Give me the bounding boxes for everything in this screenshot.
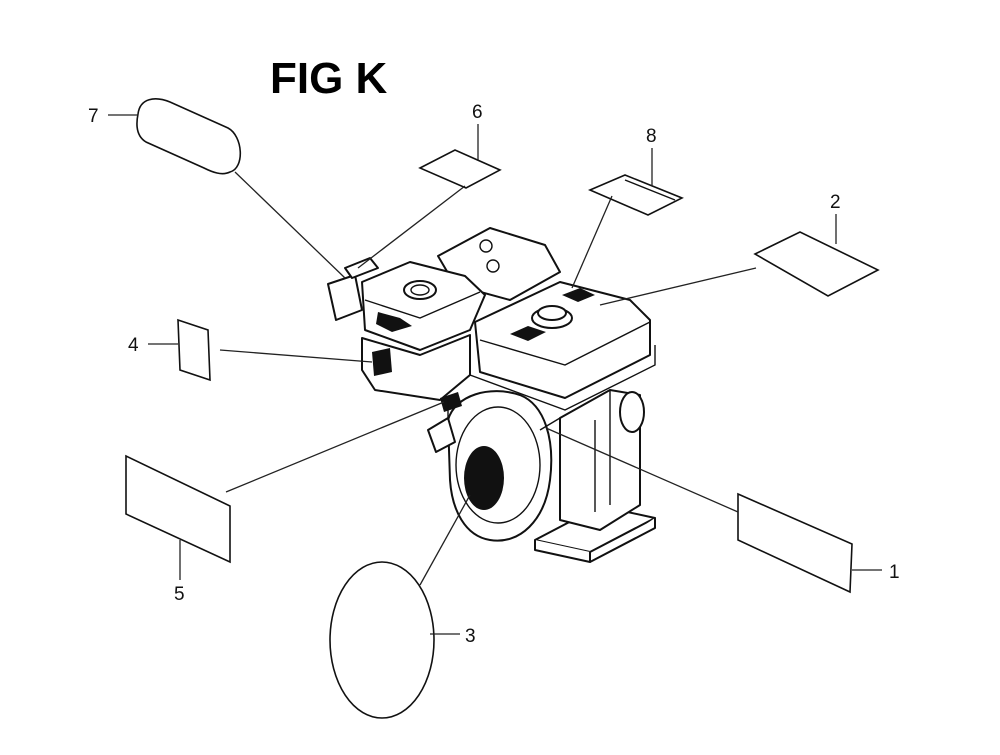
callout-6: 6 (472, 102, 483, 123)
label-part-3 (329, 561, 435, 719)
label-part-5 (125, 454, 231, 564)
label-part-1 (737, 492, 853, 594)
label-part-6 (418, 149, 502, 189)
figure-title: FIG K (270, 54, 388, 103)
leader-lines (108, 114, 882, 635)
callout-1: 1 (889, 562, 900, 583)
callout-3: 3 (465, 626, 476, 647)
callout-8: 8 (646, 126, 657, 147)
label-part-4 (177, 318, 211, 382)
label-part-2 (753, 231, 880, 297)
label-part-7 (136, 98, 242, 175)
callout-2: 2 (830, 192, 841, 213)
callout-5: 5 (174, 584, 185, 605)
engine-illustration (327, 227, 656, 563)
label-part-8 (587, 174, 684, 216)
callout-7: 7 (88, 106, 99, 127)
callout-4: 4 (128, 335, 139, 356)
